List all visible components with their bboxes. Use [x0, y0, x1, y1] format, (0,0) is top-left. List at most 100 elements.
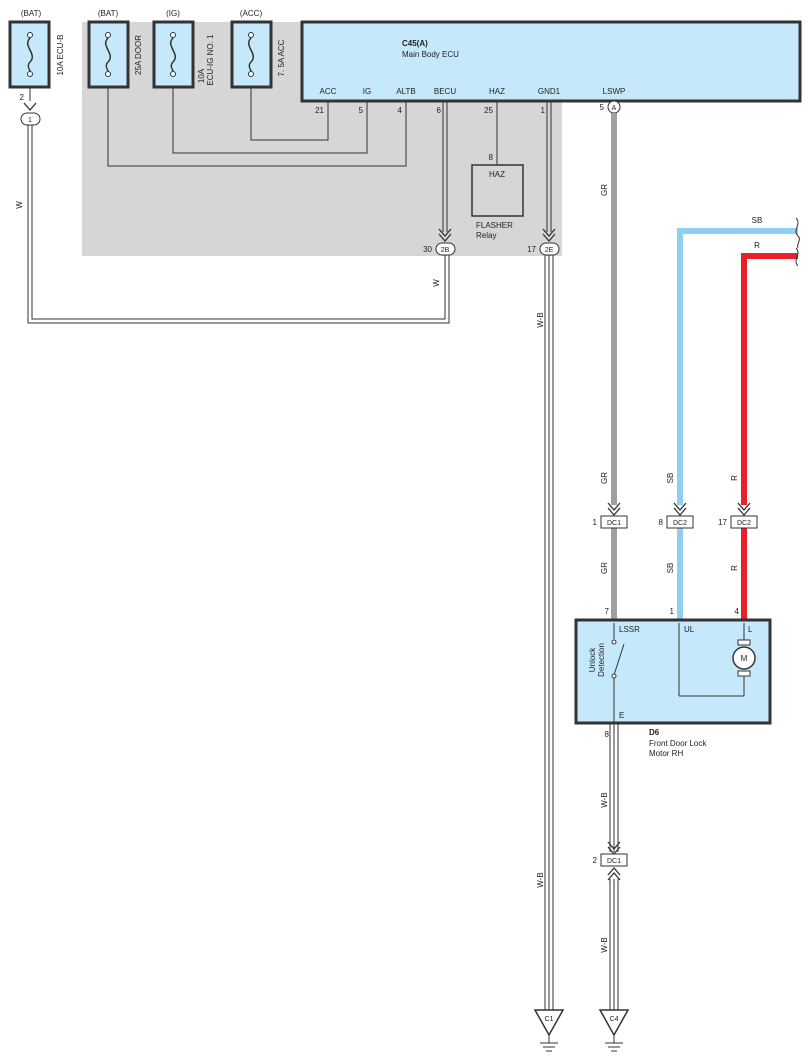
connector-name: DC1	[607, 858, 621, 865]
junction-id: 1	[28, 117, 32, 124]
flasher-relay: 8 HAZ FLASHER Relay	[471, 153, 524, 240]
wire-wb-c1	[544, 255, 554, 1010]
fuse-ecu-b: (BAT) 10A ECU-B	[8, 9, 65, 89]
fuse-source: (ACC)	[240, 9, 263, 18]
wire-label-wb-1: W-B	[536, 312, 545, 327]
pin-num-acc: 21	[315, 106, 324, 115]
wire-label-wb-3: W-B	[600, 792, 609, 807]
connector-pin: 8	[659, 518, 664, 527]
wire-label-w-left: W	[15, 201, 24, 209]
ground-label: C4	[610, 1016, 619, 1023]
ground-c4: C4	[598, 1009, 630, 1052]
junction-pin: 2	[20, 93, 25, 102]
motor-pin-lssr: 7	[605, 607, 610, 616]
wire-break-marks	[795, 217, 800, 267]
junction-pin: 17	[527, 245, 536, 254]
fuse-icon	[27, 37, 33, 72]
wire-becu	[442, 101, 448, 232]
fuse-name-line1: 10A	[197, 68, 206, 83]
label-detection-line2: Detection	[597, 643, 606, 677]
wire-label-sb-top: SB	[752, 216, 763, 225]
pin-num-altb: 4	[398, 106, 403, 115]
connector-pin: 1	[593, 518, 598, 527]
connector-name: DC2	[673, 520, 687, 527]
ground-label: C1	[545, 1016, 554, 1023]
junction-id: 2E	[545, 247, 554, 254]
fuse-door: (BAT) 25A DOOR	[87, 9, 143, 89]
wire-label-r-2: R	[730, 475, 739, 481]
connector-dc2-pin8: 8 DC2	[659, 515, 694, 529]
motor-name-line2: Motor RH	[649, 749, 683, 758]
wire-w	[27, 87, 450, 324]
pin-label-altb: ALTB	[396, 87, 415, 96]
ecu-id: C45(A)	[402, 39, 428, 48]
wire-label-r-top: R	[754, 241, 760, 250]
junction-pin: 30	[423, 245, 432, 254]
motor-symbol: M	[741, 654, 748, 663]
wire-wb-c4	[609, 723, 619, 1010]
motor-pin-ul: 1	[670, 607, 675, 616]
ground-icon	[540, 1042, 558, 1052]
junction-2e: 2E 17	[527, 242, 560, 256]
fuse-name: 10A ECU-B	[56, 35, 65, 76]
ground-c1: C1	[533, 1009, 565, 1052]
fuse-icon	[105, 37, 111, 72]
flasher-pin: 8	[489, 153, 494, 162]
pin-num-lswp: 5	[600, 103, 605, 112]
wire-gnd1	[546, 101, 552, 232]
flasher-box	[471, 164, 524, 217]
pin-num-gnd1: 1	[541, 106, 546, 115]
fuse-name: 7. 5A ACC	[277, 39, 286, 76]
connector-dc1-pin2: 2 DC1	[593, 853, 628, 867]
motor-name-line1: Front Door Lock	[649, 739, 707, 748]
wire-label-wb-2: W-B	[536, 872, 545, 887]
wire-sb-upper	[677, 228, 798, 505]
motor-pin-l: 4	[735, 607, 740, 616]
fuse-source: (IG)	[166, 9, 180, 18]
label-ul: UL	[684, 625, 695, 634]
flasher-name-line1: FLASHER	[476, 221, 513, 230]
wire-label-sb-2: SB	[666, 473, 675, 484]
fuse-ecu-ig: (IG) 10A ECU-IG NO. 1	[152, 9, 215, 89]
motor-circuit	[678, 623, 745, 697]
fuse-box	[230, 20, 273, 89]
pin-label-haz: HAZ	[489, 87, 505, 96]
wire-label-gr-1: GR	[600, 184, 609, 196]
junction-id: 2B	[441, 247, 450, 254]
pin-label-lswp: LSWP	[603, 87, 626, 96]
dc-arrows	[607, 502, 751, 516]
pin-num-becu: 6	[437, 106, 442, 115]
ground-icon	[605, 1042, 623, 1052]
pin-num-ig: 5	[359, 106, 364, 115]
wire-label-gr-2: GR	[600, 472, 609, 484]
connector-pin: 17	[718, 518, 727, 527]
wire-r-upper	[741, 253, 798, 505]
fuse-box	[87, 20, 130, 89]
fuse-source: (BAT)	[98, 9, 119, 18]
pin-label-gnd1: GND1	[538, 87, 561, 96]
wire-label-r-3: R	[730, 565, 739, 571]
connector-dc1-pin1: 1 DC1	[593, 515, 628, 529]
wire-label-w-right: W	[432, 279, 441, 287]
connector-name: DC1	[607, 520, 621, 527]
pin-label-ig: IG	[363, 87, 371, 96]
connector-pin: 2	[593, 856, 598, 865]
fuse-name: 25A DOOR	[134, 35, 143, 75]
door-lock-motor: 7 1 4 LSSR UL L E Unlock Detection	[574, 607, 772, 758]
flasher-name-line2: Relay	[476, 231, 496, 240]
junction-2b: 2B 30	[423, 242, 456, 256]
pin-label-acc: ACC	[320, 87, 337, 96]
wire-label-wb-4: W-B	[600, 937, 609, 952]
flasher-label: HAZ	[489, 170, 505, 179]
junction-1: 2 1	[20, 93, 41, 126]
label-detection-line1: Unlock	[588, 647, 597, 672]
fuse-box	[8, 20, 51, 89]
pin-num-haz: 25	[484, 106, 493, 115]
connector-a-label: A	[612, 105, 617, 112]
pin-label-becu: BECU	[434, 87, 456, 96]
internal-wires	[107, 87, 498, 167]
fuse-name-line2: ECU-IG NO. 1	[206, 34, 215, 86]
fuse-box	[152, 20, 195, 89]
motor-id: D6	[649, 728, 660, 737]
